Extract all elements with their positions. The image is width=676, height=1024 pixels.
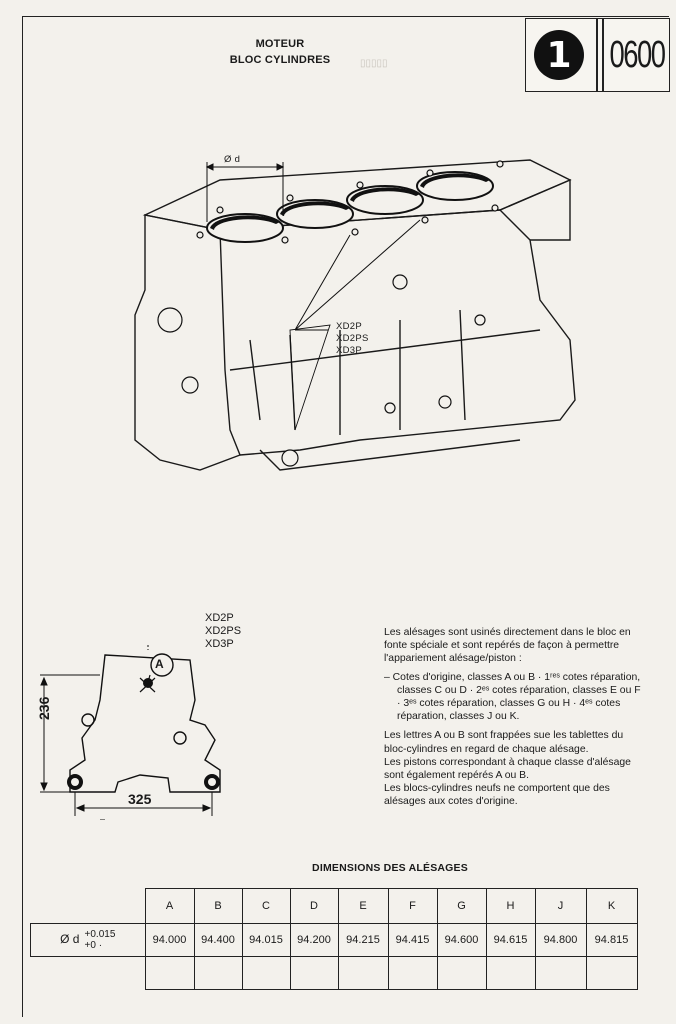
header-divider	[596, 19, 598, 91]
table-corner	[31, 889, 146, 924]
engine-code-label-2: XD2PS	[336, 333, 369, 344]
table-cell: 94.200	[289, 923, 339, 957]
table-cell: 94.615	[485, 923, 536, 957]
engine-block-illustration	[134, 159, 576, 471]
page-title: MOTEUR BLOC CYLINDRES	[190, 36, 370, 68]
variant-code: XD3P	[205, 638, 234, 650]
table-header-row: A B C D E F G H J K	[31, 888, 638, 924]
table-footer-cell	[289, 956, 339, 990]
table-footer-cell	[241, 956, 291, 990]
table-cell: 94.400	[193, 923, 243, 957]
table-footer-cell	[534, 956, 587, 990]
table-footer-cell	[144, 956, 195, 990]
bore-symbol: Ø d	[60, 931, 80, 946]
tolerance: +0.015 +0 ·	[85, 929, 116, 951]
engine-code-label-3: XD3P	[336, 345, 363, 356]
table-cell: 94.215	[337, 923, 389, 957]
table-col-header: G	[436, 888, 487, 924]
tolerance-zero: +0 ·	[84, 940, 103, 951]
table-col-header: F	[387, 888, 438, 924]
table-cell: 94.815	[585, 923, 638, 957]
page-title-main: MOTEUR	[255, 38, 305, 50]
page-frame	[22, 16, 669, 1017]
table-footer-cell	[436, 956, 487, 990]
bore-dimensions-table: A B C D E F G H J K Ø d +0.015 +0 · 94.0…	[30, 888, 638, 990]
engine-variants-list: XD2P XD2PS XD3P	[205, 612, 241, 651]
table-cell: 94.015	[241, 923, 291, 957]
variant-code: XD2P	[205, 612, 234, 624]
table-cell: 94.000	[144, 923, 195, 957]
table-row: Ø d +0.015 +0 · 94.000 94.400 94.015 94.…	[30, 923, 638, 957]
table-footer-cell	[337, 956, 389, 990]
description-para: Les pistons correspondant à chaque class…	[384, 756, 631, 782]
page-code: 0600	[609, 33, 666, 76]
variant-code: XD2PS	[205, 625, 242, 637]
table-col-header: D	[289, 888, 339, 924]
bore-diameter-label: Ø d	[224, 154, 241, 165]
table-cell: 94.800	[534, 923, 587, 957]
table-col-header: B	[193, 888, 243, 924]
table-col-header: E	[337, 888, 389, 924]
table-footer-cell	[193, 956, 243, 990]
table-col-header: H	[485, 888, 536, 924]
table-footer-cell	[387, 956, 438, 990]
description-text: Les alésages sont usinés directement dan…	[384, 626, 646, 809]
bleed-through-text: ▯▯▯▯▯	[360, 58, 388, 69]
table-spacer-row	[31, 956, 638, 990]
table-col-header: C	[241, 888, 291, 924]
table-footer-cell	[485, 956, 536, 990]
table-row-label: Ø d +0.015 +0 ·	[30, 923, 146, 957]
engine-code-label-1: XD2P	[336, 321, 363, 332]
table-title: DIMENSIONS DES ALÉSAGES	[312, 862, 468, 874]
page-title-sub: BLOC CYLINDRES	[229, 54, 331, 66]
dimension-vertical: 236	[36, 696, 52, 720]
block-section-diagram	[40, 645, 221, 820]
table-cell: 94.600	[436, 923, 487, 957]
description-para: Les blocs-cylindres neufs ne comportent …	[384, 783, 610, 808]
description-intro: Les alésages sont usinés directement dan…	[384, 627, 631, 665]
table-col-header: A	[144, 888, 195, 924]
description-para: Les lettres A ou B sont frappées sue les…	[384, 730, 624, 755]
table-cell: 94.415	[387, 923, 438, 957]
tolerance-plus: +0.015	[84, 929, 116, 940]
table-footer-cell	[585, 956, 638, 990]
section-number-badge: 1	[534, 30, 584, 80]
header-divider	[602, 19, 604, 91]
class-list: – Cotes d'origine, classes A ou B · 1ʳᵉˢ…	[384, 671, 646, 724]
dimension-horizontal: 325	[128, 791, 152, 807]
table-col-header: K	[585, 888, 638, 924]
table-corner	[31, 957, 146, 990]
table-col-header: J	[534, 888, 587, 924]
class-list-item: – Cotes d'origine, classes A ou B · 1ʳᵉˢ…	[384, 671, 641, 723]
marker-letter: A	[155, 657, 164, 671]
section-header-box: 1 0600	[525, 18, 670, 92]
